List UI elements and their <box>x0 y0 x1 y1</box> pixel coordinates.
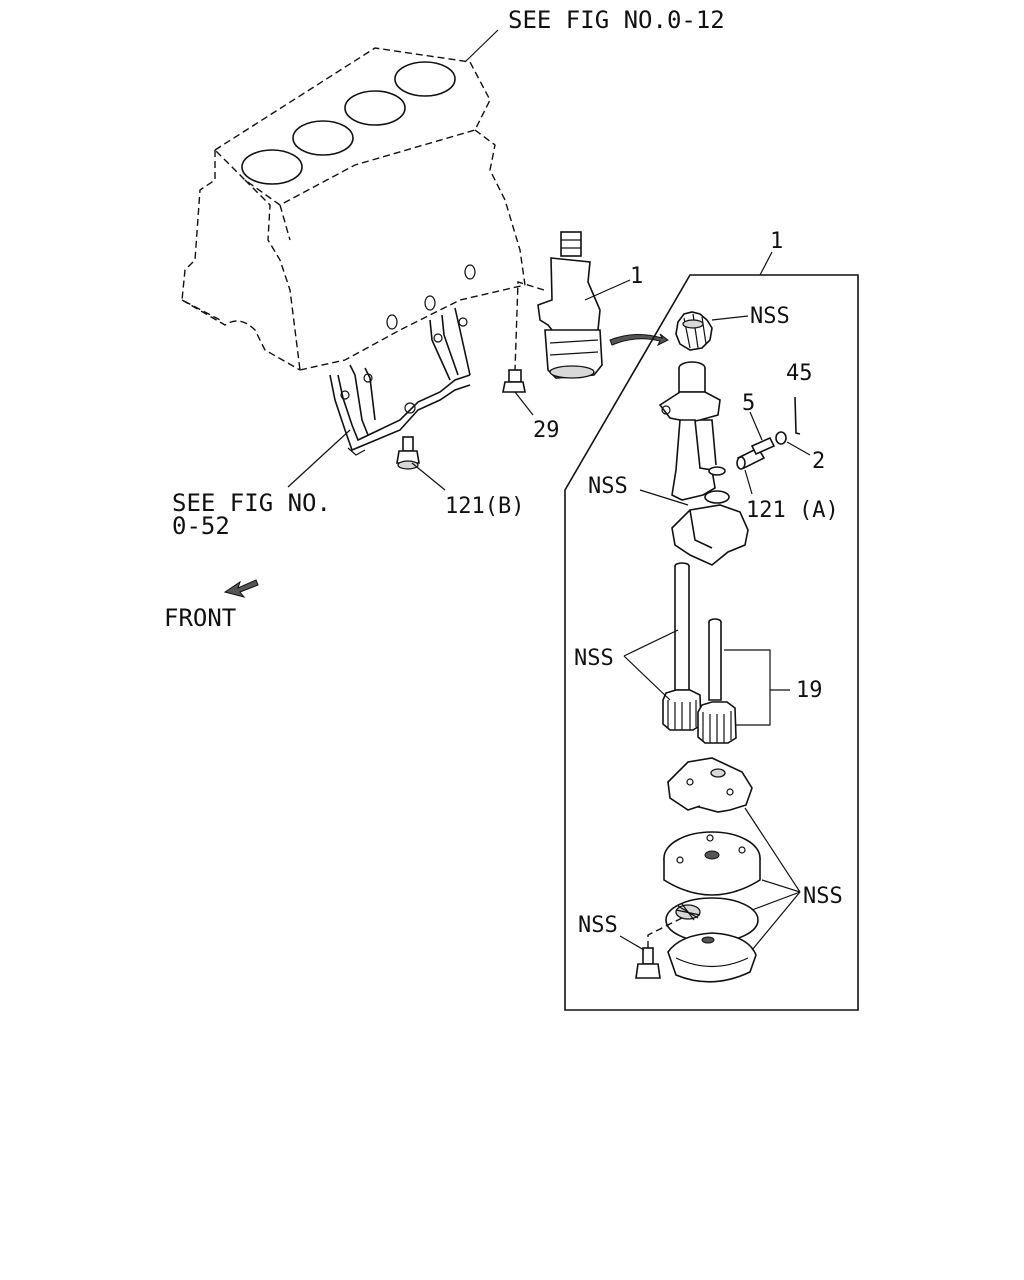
driven-shaft-gear <box>697 618 737 744</box>
pump-body <box>658 361 749 566</box>
nss-shaft-label: NSS <box>574 646 614 671</box>
see-fig-label-line2: 0-52 <box>172 512 230 540</box>
leader-5 <box>749 411 763 441</box>
part-29-label: 29 <box>533 418 560 443</box>
part-2-label: 2 <box>812 449 825 474</box>
exploded-view-box <box>564 274 859 1011</box>
part-19-label: 19 <box>796 678 823 703</box>
part-1-label-b: 1 <box>770 229 783 254</box>
strainer-housing <box>663 831 761 896</box>
leader-see-fig-bottom <box>287 429 351 488</box>
leader-nss-shaft <box>623 629 679 701</box>
leader-1b <box>759 251 773 276</box>
leader-nss-bolt <box>619 935 645 951</box>
nss-body-label: NSS <box>588 474 628 499</box>
leader-see-fig-top <box>464 29 499 63</box>
part-5-label: 5 <box>742 391 755 416</box>
see-fig-label-line1: SEE FIG NO. <box>172 489 331 517</box>
leader-121a <box>744 469 753 495</box>
front-arrow-icon <box>223 579 259 598</box>
nss-bolt-label: NSS <box>578 913 618 938</box>
cover-plate <box>667 757 753 813</box>
strainer-pan <box>667 932 757 983</box>
drive-gear-top <box>675 311 713 351</box>
see-fig-0-12-label: SEE FIG NO.0-12 <box>508 6 725 34</box>
oil-pipe-assembly <box>329 307 471 456</box>
dash-link-bolt <box>647 917 683 948</box>
bracket-19 <box>724 649 790 726</box>
leader-nss-body <box>639 489 689 506</box>
bolt-29 <box>502 369 526 393</box>
engine-block <box>181 47 526 371</box>
leader-nss-cover <box>744 807 801 951</box>
leader-nss-gear <box>711 315 749 321</box>
screw-bolt <box>635 947 661 979</box>
drive-shaft-gear <box>662 562 702 731</box>
front-label: FRONT <box>164 604 236 632</box>
relief-valve-parts <box>736 396 801 470</box>
part-121a-label: 121 (A) <box>746 498 839 523</box>
flow-arrow-icon <box>609 333 669 347</box>
oil-pump-assembled <box>537 231 603 379</box>
nss-gear-top-label: NSS <box>750 304 790 329</box>
dash-link-29 <box>514 281 545 371</box>
bolt-121b <box>396 436 420 470</box>
leader-1a <box>584 279 631 301</box>
leader-121b <box>411 462 446 491</box>
nss-cover-label: NSS <box>803 884 843 909</box>
part-1-label-a: 1 <box>630 264 643 289</box>
leader-2 <box>786 441 811 456</box>
leader-29 <box>514 391 534 416</box>
part-45-label: 45 <box>786 361 813 386</box>
part-121b-label: 121(B) <box>445 494 524 519</box>
